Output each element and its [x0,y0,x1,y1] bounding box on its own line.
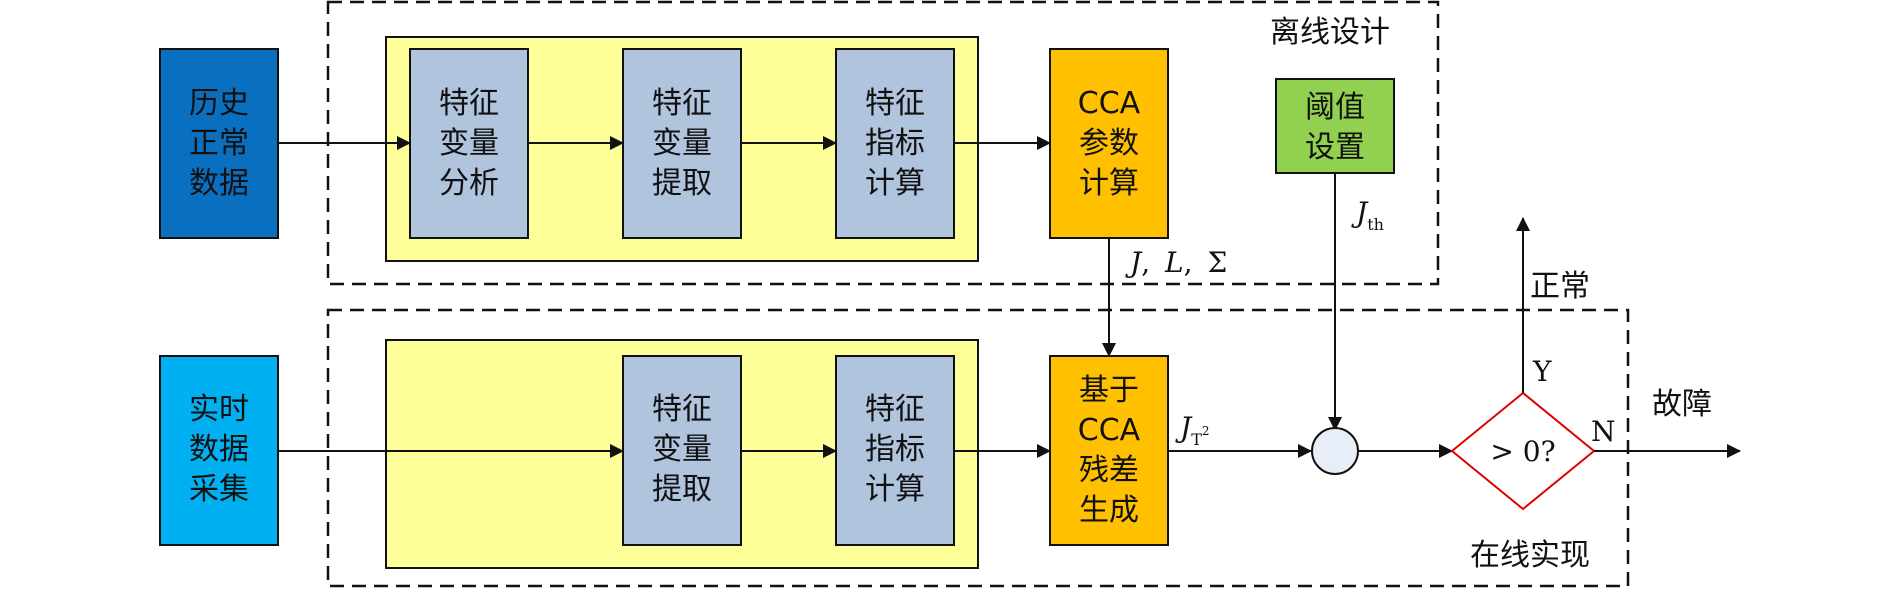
online-feature-extraction-line3: 提取 [652,472,712,507]
stat-signal-sub: T [1191,430,1202,449]
decision-condition: > 0? [1490,435,1555,468]
history-data-line2: 正常 [189,126,249,161]
online-region-label: 在线实现 [1470,538,1590,573]
realtime-data-line2: 数据 [189,432,249,467]
offline-feature-index-box: 特征 指标 计算 [835,48,955,239]
threshold-line2: 设置 [1305,130,1365,165]
decision-diamond [1450,391,1596,511]
no-label: N [1591,415,1616,448]
feature-analysis-line2: 变量 [439,126,499,161]
threshold-signal-main: J [1351,196,1369,229]
fault-label: 故障 [1652,387,1712,422]
params-label: J, L, Σ [1125,246,1227,279]
offline-feature-extraction-line2: 变量 [652,126,712,161]
online-feature-extraction-line1: 特征 [652,392,712,427]
cca-residual-box: 基于 CCA 残差 生成 [1049,355,1169,546]
online-region-border [326,308,1630,588]
offline-region-label: 离线设计 [1270,15,1390,50]
feature-analysis-line1: 特征 [439,86,499,121]
yes-label: Y [1532,355,1552,388]
realtime-data-line3: 采集 [189,472,249,507]
params-sigma: Σ [1207,246,1227,279]
threshold-box: 阈值 设置 [1275,78,1395,174]
cca-residual-line4: 生成 [1079,493,1139,528]
online-feature-extraction-box: 特征 变量 提取 [622,355,742,546]
cca-residual-line3: 残差 [1079,453,1139,488]
summing-node [1311,427,1359,475]
stat-signal-label: JT2 [1175,411,1210,449]
normal-label: 正常 [1530,269,1590,304]
cca-params-line3: 计算 [1079,166,1139,201]
stat-signal-main: J [1175,411,1193,444]
threshold-line1: 阈值 [1305,90,1365,125]
offline-feature-extraction-box: 特征 变量 提取 [622,48,742,239]
params-J: J [1125,246,1143,279]
offline-feature-index-line1: 特征 [865,86,925,121]
offline-feature-index-line3: 计算 [865,166,925,201]
feature-analysis-box: 特征 变量 分析 [409,48,529,239]
threshold-signal-label: Jth [1351,196,1384,234]
cca-params-line1: CCA [1078,86,1141,121]
cca-params-box: CCA 参数 计算 [1049,48,1169,239]
online-feature-index-box: 特征 指标 计算 [835,355,955,546]
stat-signal-sup: 2 [1202,424,1210,438]
feature-analysis-line3: 分析 [439,166,499,201]
online-feature-index-line2: 指标 [865,432,925,467]
threshold-signal-sub: th [1367,215,1384,234]
cca-residual-line2: CCA [1078,413,1141,448]
cca-params-line2: 参数 [1079,126,1139,161]
params-sep2: , [1184,246,1193,279]
online-feature-extraction-line2: 变量 [652,432,712,467]
online-feature-index-line1: 特征 [865,392,925,427]
params-sep1: , [1141,246,1150,279]
realtime-data-line1: 实时 [189,392,249,427]
params-L: L [1164,246,1184,279]
offline-feature-index-line2: 指标 [865,126,925,161]
history-data-line1: 历史 [189,86,249,121]
offline-feature-extraction-line1: 特征 [652,86,712,121]
online-feature-index-line3: 计算 [865,472,925,507]
history-data-box: 历史 正常 数据 [159,48,279,239]
cca-residual-line1: 基于 [1079,373,1139,408]
offline-feature-extraction-line3: 提取 [652,166,712,201]
history-data-line3: 数据 [189,166,249,201]
realtime-data-box: 实时 数据 采集 [159,355,279,546]
